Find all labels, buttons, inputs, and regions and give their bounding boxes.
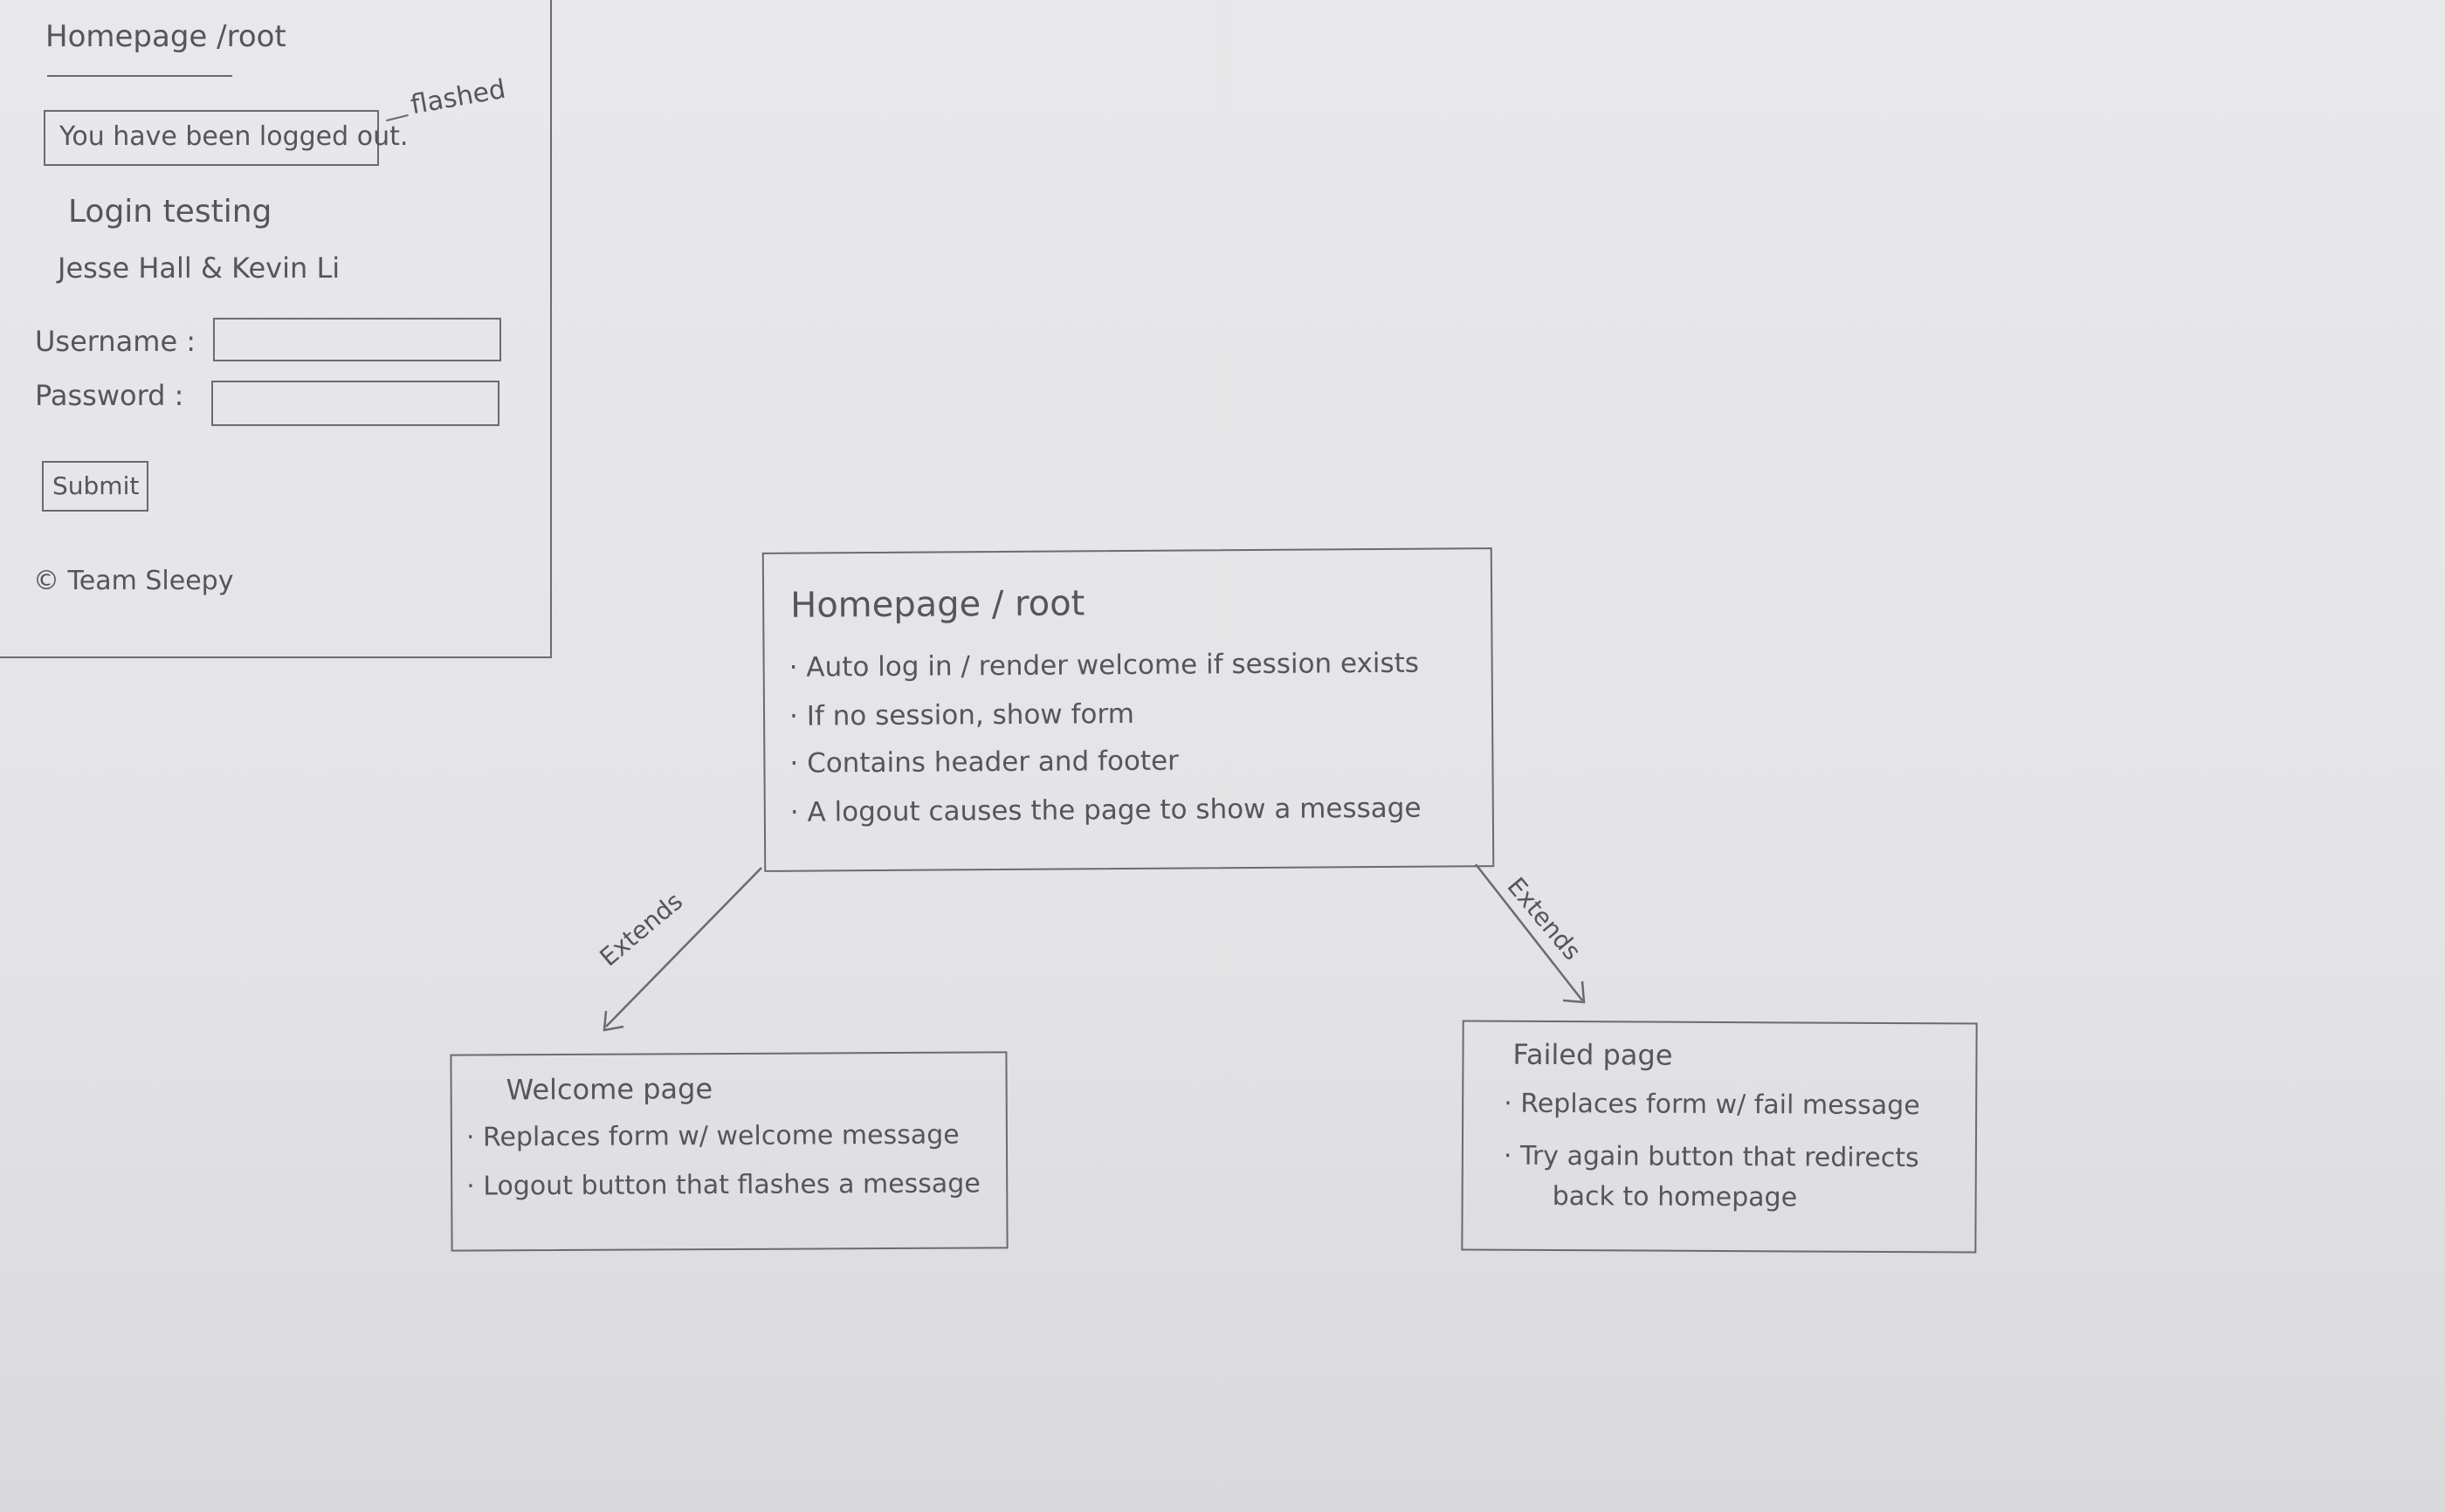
username-input — [213, 318, 501, 361]
welcome-node-title: Welcome page — [506, 1072, 713, 1107]
failed-page-node: Failed page · Replaces form w/ fail mess… — [1461, 1020, 1978, 1254]
failed-node-bullet: · Try again button that redirects — [1503, 1140, 1919, 1174]
flash-message-text: You have been logged out. — [59, 121, 409, 152]
left-extends-arrowhead — [603, 1010, 624, 1032]
root-node-bullet: · If no session, show form — [789, 698, 1134, 732]
welcome-node-bullet: · Logout button that flashes a message — [466, 1168, 981, 1202]
username-label: Username : — [35, 325, 196, 358]
password-input — [211, 381, 499, 426]
failed-node-bullet-continuation: back to homepage — [1552, 1180, 1798, 1213]
wireframe-footer: © Team Sleepy — [33, 566, 234, 596]
wireframe-heading: Login testing — [68, 194, 272, 230]
homepage-wireframe: Homepage /root You have been logged out.… — [0, 0, 552, 658]
paper-fold — [1222, 0, 1225, 1512]
left-extends-arrow-line — [605, 867, 762, 1027]
root-node-bullet: · Contains header and footer — [789, 745, 1179, 780]
flash-message-box: You have been logged out. — [44, 110, 408, 166]
root-node-bullet: · A logout causes the page to show a mes… — [789, 792, 1422, 828]
root-node-title: Homepage / root — [789, 583, 1085, 626]
wireframe-authors: Jesse Hall & Kevin Li — [58, 251, 341, 285]
welcome-node-bullet: · Replaces form w/ welcome message — [465, 1119, 960, 1153]
failed-node-title: Failed page — [1512, 1037, 1673, 1072]
wireframe-title-underline — [47, 75, 232, 77]
homepage-root-node: Homepage / root · Auto log in / render w… — [761, 547, 1495, 872]
submit-button-sketch: Submit — [42, 461, 148, 512]
root-node-bullet: · Auto log in / render welcome if sessio… — [789, 647, 1420, 684]
right-extends-arrow-line — [1475, 863, 1583, 1001]
failed-node-bullet: · Replaces form w/ fail message — [1504, 1088, 1920, 1122]
welcome-page-node: Welcome page · Replaces form w/ welcome … — [450, 1051, 1009, 1252]
password-label: Password : — [35, 379, 184, 412]
submit-button-label: Submit — [52, 471, 140, 500]
right-extends-arrowhead — [1562, 980, 1586, 1004]
wireframe-title: Homepage /root — [45, 19, 286, 54]
